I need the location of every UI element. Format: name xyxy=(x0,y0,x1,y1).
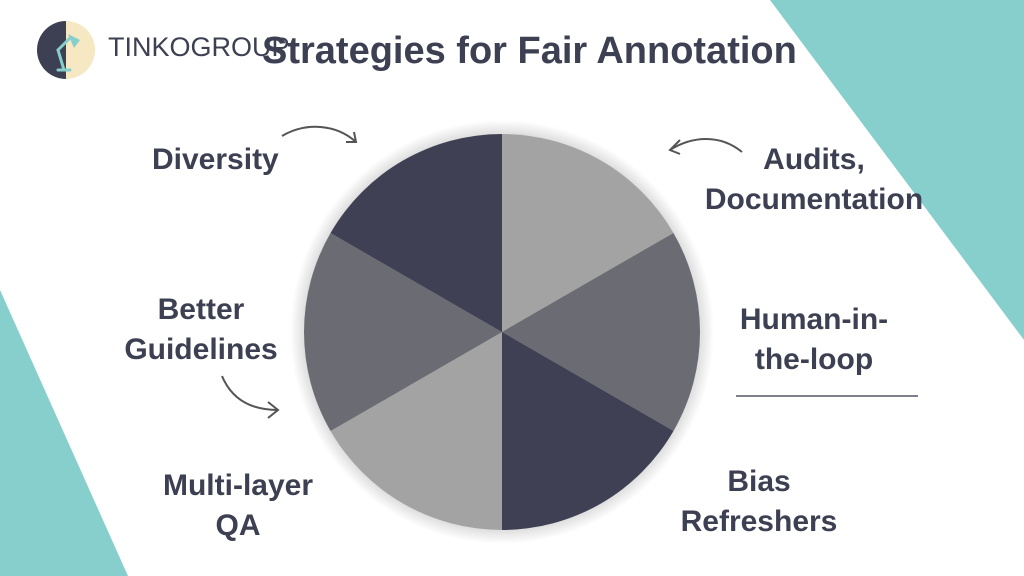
label-audits-documentation: Audits,Documentation xyxy=(704,143,924,216)
label-human-in-the-loop: Human-in-the-loop xyxy=(739,303,889,376)
brand-logo xyxy=(36,20,96,80)
pie-slice-1 xyxy=(502,134,674,332)
teal-corner-bottom-left xyxy=(0,290,128,576)
divider-line xyxy=(736,395,918,397)
curved-arrow-icon-guidelines xyxy=(221,375,280,419)
label-diversity: Diversity xyxy=(152,143,279,176)
curved-arrow-icon-diversity xyxy=(281,125,358,143)
pie-slice-2 xyxy=(502,233,700,431)
page-title: Strategies for Fair Annotation xyxy=(262,30,797,72)
brand-name: TINKOGROUP xyxy=(108,32,290,62)
pie-slice-3 xyxy=(502,332,674,530)
pie-slice-4 xyxy=(330,332,502,530)
strategy-pie xyxy=(290,120,714,544)
curved-arrow-icon-audits xyxy=(668,138,743,155)
pie-slice-5 xyxy=(304,233,502,431)
pie-slice-6 xyxy=(330,134,502,332)
teal-corner-top-right xyxy=(770,0,1024,340)
